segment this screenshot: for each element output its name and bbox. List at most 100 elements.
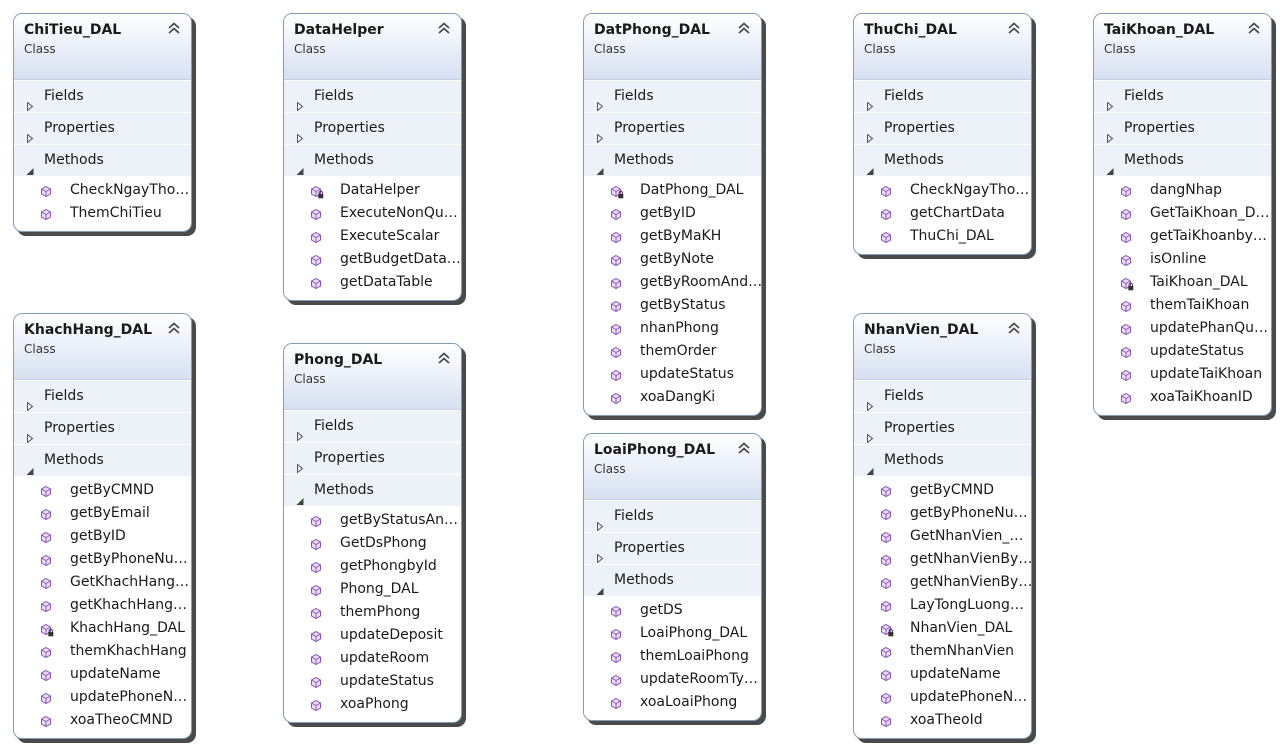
method-item[interactable]: isOnline bbox=[1094, 248, 1271, 271]
method-item[interactable]: getKhachHang… bbox=[14, 594, 191, 617]
section-properties[interactable]: Properties bbox=[584, 112, 761, 144]
section-properties[interactable]: Properties bbox=[14, 112, 191, 144]
method-item[interactable]: getByID bbox=[14, 525, 191, 548]
method-item[interactable]: getByCMND bbox=[14, 479, 191, 502]
method-item[interactable]: getByRoomAnd… bbox=[584, 271, 761, 294]
section-methods[interactable]: Methods bbox=[854, 144, 1031, 176]
method-item[interactable]: updateName bbox=[14, 663, 191, 686]
method-item[interactable]: DataHelper bbox=[284, 179, 461, 202]
method-item[interactable]: ExecuteScalar bbox=[284, 225, 461, 248]
method-item[interactable]: themTaiKhoan bbox=[1094, 294, 1271, 317]
method-item[interactable]: CheckNgayTho… bbox=[854, 179, 1031, 202]
method-item[interactable]: updateName bbox=[854, 663, 1031, 686]
method-item[interactable]: GetDsPhong bbox=[284, 532, 461, 555]
method-item[interactable]: xoaTheoCMND bbox=[14, 709, 191, 732]
method-item[interactable]: getPhongbyId bbox=[284, 555, 461, 578]
method-item[interactable]: xoaLoaiPhong bbox=[584, 691, 761, 714]
section-properties[interactable]: Properties bbox=[854, 412, 1031, 444]
method-item[interactable]: updateDeposit bbox=[284, 624, 461, 647]
section-fields[interactable]: Fields bbox=[14, 80, 191, 112]
method-item[interactable]: TaiKhoan_DAL bbox=[1094, 271, 1271, 294]
method-item[interactable]: updateTaiKhoan bbox=[1094, 363, 1271, 386]
section-methods[interactable]: Methods bbox=[284, 144, 461, 176]
method-item[interactable]: getByEmail bbox=[14, 502, 191, 525]
section-methods[interactable]: Methods bbox=[854, 444, 1031, 476]
section-fields[interactable]: Fields bbox=[854, 80, 1031, 112]
method-item[interactable]: Phong_DAL bbox=[284, 578, 461, 601]
collapse-chevron-icon[interactable] bbox=[1006, 20, 1022, 36]
method-item[interactable]: updateStatus bbox=[584, 363, 761, 386]
method-item[interactable]: LayTongLuong… bbox=[854, 594, 1031, 617]
section-methods[interactable]: Methods bbox=[14, 444, 191, 476]
collapse-chevron-icon[interactable] bbox=[736, 440, 752, 456]
method-item[interactable]: getDS bbox=[584, 599, 761, 622]
section-fields[interactable]: Fields bbox=[14, 380, 191, 412]
section-properties[interactable]: Properties bbox=[284, 442, 461, 474]
section-fields[interactable]: Fields bbox=[1094, 80, 1271, 112]
method-item[interactable]: dangNhap bbox=[1094, 179, 1271, 202]
section-fields[interactable]: Fields bbox=[284, 80, 461, 112]
method-item[interactable]: getByMaKH bbox=[584, 225, 761, 248]
section-properties[interactable]: Properties bbox=[14, 412, 191, 444]
method-item[interactable]: GetNhanVien_… bbox=[854, 525, 1031, 548]
collapse-chevron-icon[interactable] bbox=[166, 320, 182, 336]
method-item[interactable]: getDataTable bbox=[284, 271, 461, 294]
method-item[interactable]: getChartData bbox=[854, 202, 1031, 225]
method-item[interactable]: xoaTaiKhoanID bbox=[1094, 386, 1271, 409]
method-item[interactable]: CheckNgayTho… bbox=[14, 179, 191, 202]
method-item[interactable]: KhachHang_DAL bbox=[14, 617, 191, 640]
collapse-chevron-icon[interactable] bbox=[436, 20, 452, 36]
method-item[interactable]: getByID bbox=[584, 202, 761, 225]
method-item[interactable]: getByPhoneNu… bbox=[854, 502, 1031, 525]
method-item[interactable]: themOrder bbox=[584, 340, 761, 363]
method-item[interactable]: ExecuteNonQu… bbox=[284, 202, 461, 225]
method-item[interactable]: getByPhoneNu… bbox=[14, 548, 191, 571]
section-fields[interactable]: Fields bbox=[584, 500, 761, 532]
method-item[interactable]: LoaiPhong_DAL bbox=[584, 622, 761, 645]
method-item[interactable]: GetKhachHang… bbox=[14, 571, 191, 594]
method-item[interactable]: DatPhong_DAL bbox=[584, 179, 761, 202]
method-item[interactable]: updatePhoneN… bbox=[854, 686, 1031, 709]
collapse-chevron-icon[interactable] bbox=[436, 350, 452, 366]
method-item[interactable]: updateStatus bbox=[284, 670, 461, 693]
section-methods[interactable]: Methods bbox=[1094, 144, 1271, 176]
method-item[interactable]: xoaPhong bbox=[284, 693, 461, 716]
section-methods[interactable]: Methods bbox=[584, 564, 761, 596]
method-item[interactable]: getTaiKhoanby… bbox=[1094, 225, 1271, 248]
method-item[interactable]: updateStatus bbox=[1094, 340, 1271, 363]
section-fields[interactable]: Fields bbox=[284, 410, 461, 442]
method-item[interactable]: themLoaiPhong bbox=[584, 645, 761, 668]
section-methods[interactable]: Methods bbox=[284, 474, 461, 506]
method-item[interactable]: updatePhoneN… bbox=[14, 686, 191, 709]
method-item[interactable]: getNhanVienBy… bbox=[854, 548, 1031, 571]
method-item[interactable]: themPhong bbox=[284, 601, 461, 624]
method-item[interactable]: themKhachHang bbox=[14, 640, 191, 663]
collapse-chevron-icon[interactable] bbox=[1246, 20, 1262, 36]
section-properties[interactable]: Properties bbox=[584, 532, 761, 564]
method-item[interactable]: getNhanVienBy… bbox=[854, 571, 1031, 594]
collapse-chevron-icon[interactable] bbox=[736, 20, 752, 36]
section-fields[interactable]: Fields bbox=[854, 380, 1031, 412]
method-item[interactable]: ThemChiTieu bbox=[14, 202, 191, 225]
section-methods[interactable]: Methods bbox=[14, 144, 191, 176]
section-methods[interactable]: Methods bbox=[584, 144, 761, 176]
method-item[interactable]: getByStatusAn… bbox=[284, 509, 461, 532]
method-item[interactable]: updateRoomTy… bbox=[584, 668, 761, 691]
collapse-chevron-icon[interactable] bbox=[166, 20, 182, 36]
method-item[interactable]: NhanVien_DAL bbox=[854, 617, 1031, 640]
section-fields[interactable]: Fields bbox=[584, 80, 761, 112]
